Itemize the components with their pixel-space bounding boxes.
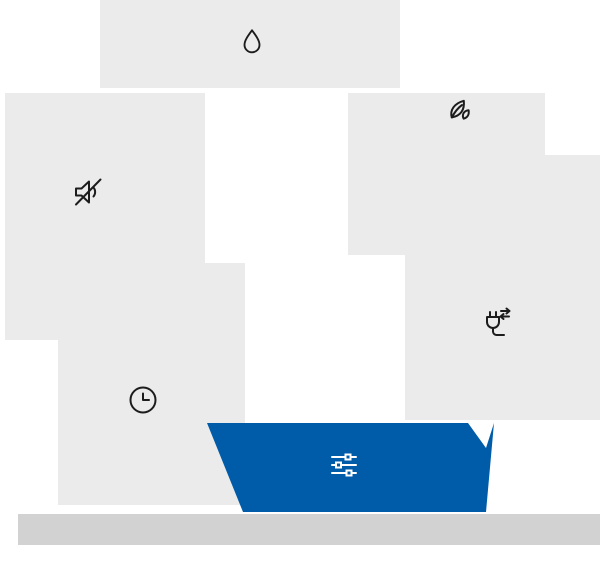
- clock-svg: [129, 386, 157, 414]
- tile-delay-option[interactable]: [58, 263, 245, 505]
- banner-shape-svg: [207, 423, 494, 512]
- water-drop-svg: [243, 29, 261, 54]
- banner-ribbon-shape: [207, 423, 494, 512]
- sliders-svg: [331, 453, 357, 477]
- speaker-muted-svg: [75, 178, 102, 206]
- water-drop-icon: [237, 27, 267, 57]
- plug-swap-icon: [477, 304, 513, 340]
- tile-water-option[interactable]: [100, 0, 400, 88]
- tile-power-source-option[interactable]: [405, 155, 600, 420]
- bottom-bar: [18, 514, 600, 545]
- leaf-svg: [450, 99, 470, 120]
- clock-icon: [126, 383, 160, 417]
- leaf-icon: [441, 96, 473, 128]
- speaker-muted-icon: [68, 172, 108, 212]
- plug-swap-svg: [486, 307, 511, 336]
- settings-banner[interactable]: [200, 420, 500, 515]
- sliders-icon: [329, 450, 359, 480]
